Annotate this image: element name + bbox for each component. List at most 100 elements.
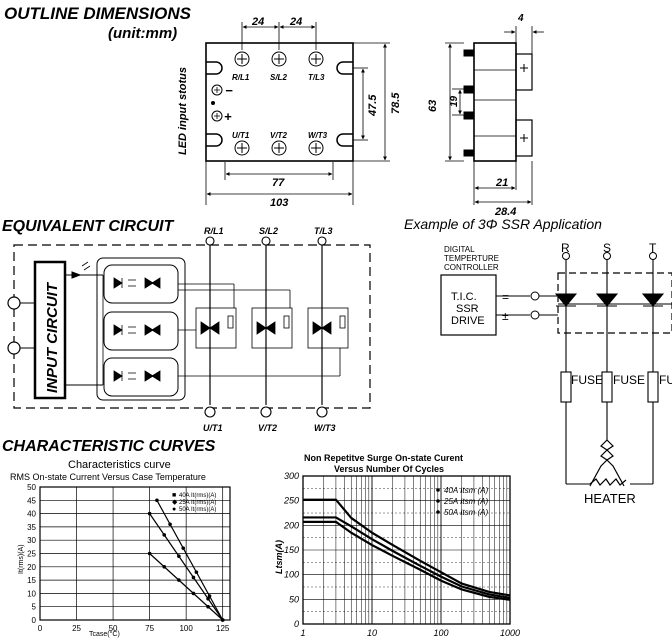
- chart1-y-tick-label: 35: [27, 523, 36, 532]
- dim-4: 4: [517, 13, 524, 24]
- dim-19: 19: [449, 95, 460, 107]
- minus-sign: −: [225, 83, 233, 98]
- chart2-ylabel: Ltsm(A): [274, 540, 284, 574]
- chart1-data-point: [207, 594, 212, 598]
- dim-47-5: 47.5: [367, 94, 379, 117]
- chart2-legend-marker: [436, 499, 440, 503]
- chart1-data-point: [162, 533, 167, 537]
- chart1-y-tick-label: 10: [27, 589, 36, 598]
- front-view: R/L1 S/L2 T/L3 U/T1 V/T2 W/T3 − +: [205, 42, 354, 162]
- terminal-label-s: S/L2: [270, 73, 287, 82]
- chart1-subtitle: RMS On-state Current Versus Case Tempera…: [10, 472, 206, 482]
- box-line-2: SSR: [456, 303, 479, 315]
- chart1-data-point: [191, 591, 196, 596]
- chart2-legend-label: 50A Itsm (A): [444, 508, 488, 517]
- chart1-data-point: [194, 570, 199, 574]
- chart1-data-point: [206, 604, 210, 609]
- fuse-label-1: FUSE: [571, 373, 603, 387]
- chart2-y-tick-label: 100: [284, 570, 299, 580]
- chart1-data-point: [191, 575, 196, 580]
- led-dot: [211, 101, 215, 105]
- characteristic-title: CHARACTERISTIC CURVES: [2, 438, 216, 455]
- chart2-x-tick-label: 100: [433, 628, 448, 638]
- terminal-label-t: T/L3: [308, 73, 325, 82]
- side-dimensions: [445, 26, 544, 205]
- chart2-series-line: [303, 498, 511, 597]
- chart1-y-tick-label: 30: [27, 536, 36, 545]
- chart1-y-tick-label: 0: [32, 616, 37, 625]
- chart2-series-line: [303, 516, 511, 599]
- chart1-y-tick-label: 5: [32, 603, 37, 612]
- dim-78-5: 78.5: [390, 92, 402, 114]
- phase-t: T: [649, 241, 657, 255]
- input-circuit-label: INPUT CIRCUIT: [44, 281, 61, 393]
- controller-line-3: CONTROLLER: [444, 263, 499, 272]
- equivalent-circuit: [7, 236, 371, 418]
- chart1-y-tick-label: 20: [27, 563, 36, 572]
- eq-top-s: S/L2: [259, 226, 278, 236]
- chart1-x-tick-label: 75: [145, 624, 154, 633]
- box-line-1: T.I.C.: [451, 291, 477, 303]
- chart2-x-tick-label: 10: [367, 628, 377, 638]
- eq-bottom-v: V/T2: [258, 423, 277, 433]
- phase-r: R: [561, 241, 570, 255]
- chart1-data-point: [155, 498, 159, 503]
- heater-label: HEATER: [584, 491, 636, 506]
- chart2-subtitle: Versus Number Of Cycles: [334, 464, 444, 474]
- terminal-label-v: V/T2: [270, 131, 287, 140]
- equivalent-title: EQUIVALENT CIRCUIT: [2, 218, 174, 235]
- chart2-y-tick-label: 300: [284, 471, 299, 481]
- chart2-series-line: [303, 520, 511, 601]
- phase-s: S: [603, 241, 611, 255]
- input-minus: =: [502, 290, 509, 304]
- eq-top-t: T/L3: [314, 226, 333, 236]
- chart1-series-line: [156, 500, 224, 621]
- dim-24-right: 24: [289, 16, 302, 28]
- chart2-legend-marker: [436, 510, 440, 514]
- chart1-legend-marker: ■: [172, 492, 176, 499]
- controller-line-1: DIGITAL: [444, 245, 475, 254]
- chart1-y-tick-label: 45: [27, 496, 36, 505]
- dim-77: 77: [272, 177, 285, 189]
- chart2-x-tick-label: 1: [300, 628, 305, 638]
- chart2-legend-label: 40A Itsm (A): [444, 486, 488, 495]
- chart1-x-tick-label: 100: [179, 624, 193, 633]
- input-plus: ±: [502, 309, 509, 323]
- chart1-xlabel: Tcase(°C): [89, 630, 120, 638]
- chart2-y-tick-label: 150: [284, 545, 299, 555]
- terminal-label-r: R/L1: [232, 73, 250, 82]
- chart1-data-point: [147, 551, 152, 556]
- chart1-y-tick-label: 40: [27, 510, 36, 519]
- terminal-label-w: W/T3: [308, 131, 328, 140]
- plus-sign: +: [224, 109, 232, 124]
- chart1-data-point: [177, 554, 181, 558]
- eq-bottom-w: W/T3: [314, 423, 336, 433]
- chart1-y-tick-label: 15: [27, 576, 36, 585]
- front-dimensions: [205, 22, 390, 205]
- chart2-y-tick-label: 0: [294, 619, 299, 629]
- chart1-y-tick-label: 50: [27, 483, 36, 492]
- terminal-screws: [211, 51, 324, 156]
- chart2-y-tick-label: 50: [289, 594, 299, 604]
- chart1-x-tick-label: 50: [109, 624, 118, 633]
- controller-line-2: TEMPERTURE: [444, 254, 499, 263]
- box-line-3: DRIVE: [451, 315, 485, 327]
- eq-top-r: R/L1: [204, 226, 224, 236]
- chart2-y-tick-label: 250: [283, 496, 299, 506]
- led-input-label: LED input stotus: [177, 67, 189, 155]
- chart1-legend-marker: ●: [172, 506, 176, 513]
- fuse-label-2: FUSE: [613, 373, 645, 387]
- chart1-legend-marker: ◆: [172, 499, 178, 506]
- terminal-label-u: U/T1: [232, 131, 250, 140]
- chart1-ylabel: It(rms)(A): [18, 544, 25, 574]
- side-view: [463, 42, 533, 162]
- chart1-x-tick-label: 0: [38, 624, 43, 633]
- outline-title: OUTLINE DIMENSIONS: [4, 4, 192, 23]
- chart1-series-line: [149, 513, 224, 621]
- eq-bottom-u: U/T1: [203, 423, 223, 433]
- chart1-data-point: [206, 596, 210, 601]
- chart1-legend-label: 40A It(rms)(A): [179, 493, 216, 499]
- chart2-title: Non Repetitve Surge On-state Curent: [304, 453, 463, 463]
- chart1-x-tick-label: 125: [216, 624, 230, 633]
